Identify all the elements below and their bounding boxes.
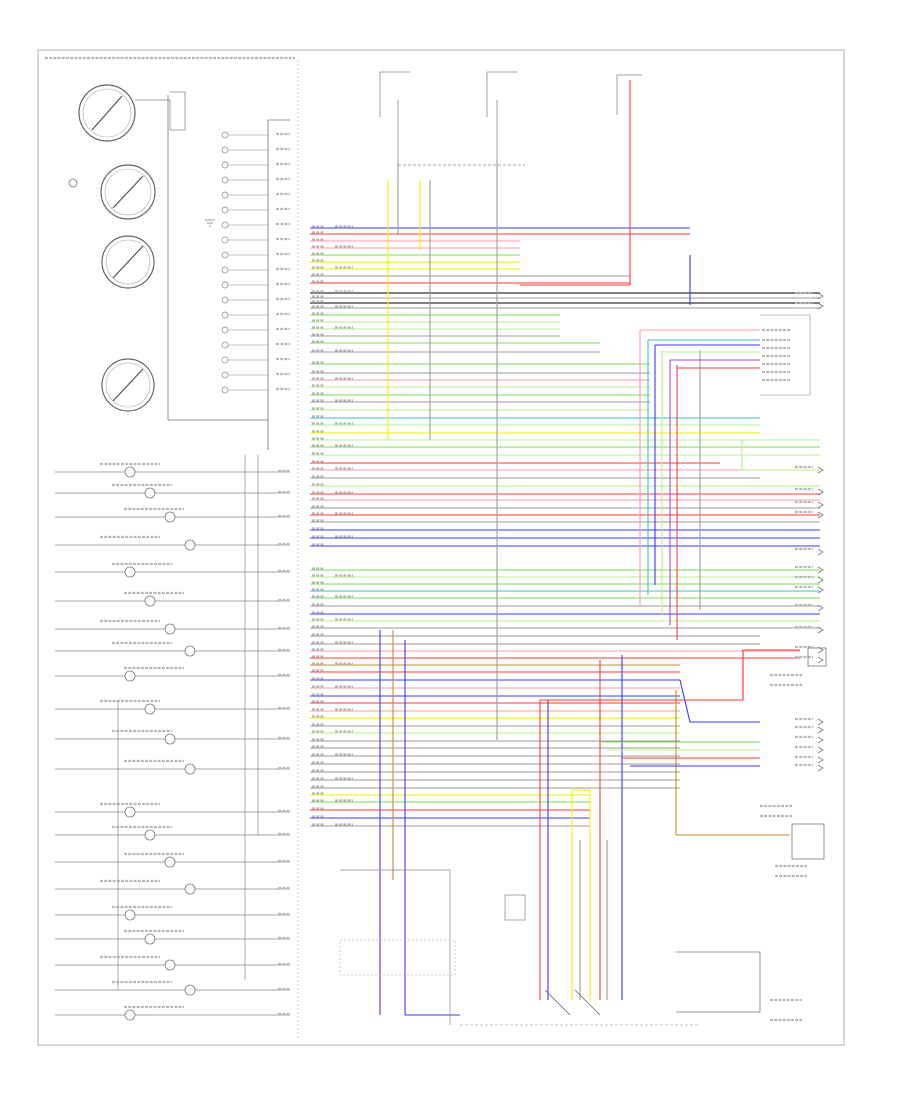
indicator-lamp-19 (184, 984, 196, 996)
connector-terminal-6 (817, 548, 824, 556)
indicator-lamp-11 (184, 763, 196, 775)
indicator-lamp-12 (124, 806, 136, 818)
cluster-pin-3 (221, 176, 229, 184)
instrument-cluster (68, 60, 299, 1040)
cluster-pin-10 (221, 281, 229, 289)
indicator-lamp-0 (124, 466, 136, 478)
indicator-lamp-16 (124, 909, 136, 921)
right-modules (676, 314, 827, 1013)
cluster-pin-6 (221, 221, 229, 229)
indicator-lamp-20 (124, 1009, 136, 1021)
cluster-pin-7 (221, 236, 229, 244)
cluster-pin-5 (221, 206, 229, 214)
connector-terminal-4 (817, 501, 824, 509)
indicator-lamp-10 (164, 733, 176, 745)
wire-bend-15 (572, 789, 591, 1000)
connector-terminal-7 (817, 566, 824, 574)
connector-terminal-5 (817, 511, 824, 519)
connector-terminal-13 (817, 656, 824, 664)
tachometer-gauge (100, 164, 156, 220)
cluster-pin-15 (221, 356, 229, 364)
connector-terminal-1 (817, 302, 824, 310)
connector-terminal-10 (817, 604, 824, 612)
top-connectors (379, 71, 642, 210)
indicator-lamp-6 (164, 623, 176, 635)
connector-terminal-18 (817, 756, 824, 764)
connector-terminal-8 (817, 576, 824, 584)
cluster-pin-17 (221, 386, 229, 394)
indicator-lamp-3 (184, 539, 196, 551)
ground-symbol-icon (205, 219, 215, 227)
connector-terminal-16 (817, 736, 824, 744)
right-connectors (760, 291, 824, 1022)
connector-terminal-2 (817, 466, 824, 474)
wire-harness (310, 225, 820, 827)
indicator-lamp-list (55, 455, 290, 1021)
indicator-lamp-13 (144, 829, 156, 841)
cluster-pin-1 (221, 146, 229, 154)
connector-terminal-17 (817, 746, 824, 754)
fuel-gauge (101, 358, 155, 412)
cluster-pin-0 (221, 131, 229, 139)
cluster-pin-11 (221, 296, 229, 304)
cluster-pin-4 (221, 191, 229, 199)
cluster-pin-16 (221, 371, 229, 379)
indicator-lamp-5 (144, 595, 156, 607)
indicator-lamp-2 (164, 511, 176, 523)
vertical-wires (379, 80, 820, 1016)
indicator-lamp-4 (124, 566, 136, 578)
connector-terminal-3 (817, 488, 824, 496)
cluster-pin-8 (221, 251, 229, 259)
indicator-lamp-14 (164, 856, 176, 868)
connector-terminal-14 (817, 718, 824, 726)
connector-terminal-9 (817, 586, 824, 594)
diagram-border (37, 49, 845, 1046)
indicator-lamp-17 (144, 933, 156, 945)
light-bulb-icon (68, 178, 78, 188)
cluster-pin-12 (221, 311, 229, 319)
cluster-pin-14 (221, 341, 229, 349)
cluster-pin-13 (221, 326, 229, 334)
indicator-lamp-18 (164, 959, 176, 971)
connector-terminal-11 (817, 626, 824, 634)
indicator-lamp-9 (144, 703, 156, 715)
cluster-pin-9 (221, 266, 229, 274)
connector-terminal-15 (817, 726, 824, 734)
cluster-pin-2 (221, 161, 229, 169)
wire-bend-7 (679, 679, 760, 723)
indicator-lamp-1 (144, 487, 156, 499)
indicator-lamp-15 (184, 883, 196, 895)
bottom-switches (339, 869, 700, 1026)
wire-bend-8 (540, 649, 800, 701)
indicator-lamp-7 (184, 645, 196, 657)
indicator-lamp-8 (124, 670, 136, 682)
temperature-gauge (101, 235, 155, 289)
speedometer-gauge (78, 84, 186, 142)
connector-terminal-19 (817, 764, 824, 772)
cluster-pin-connectors (221, 131, 290, 394)
connector-terminal-0 (817, 292, 824, 300)
